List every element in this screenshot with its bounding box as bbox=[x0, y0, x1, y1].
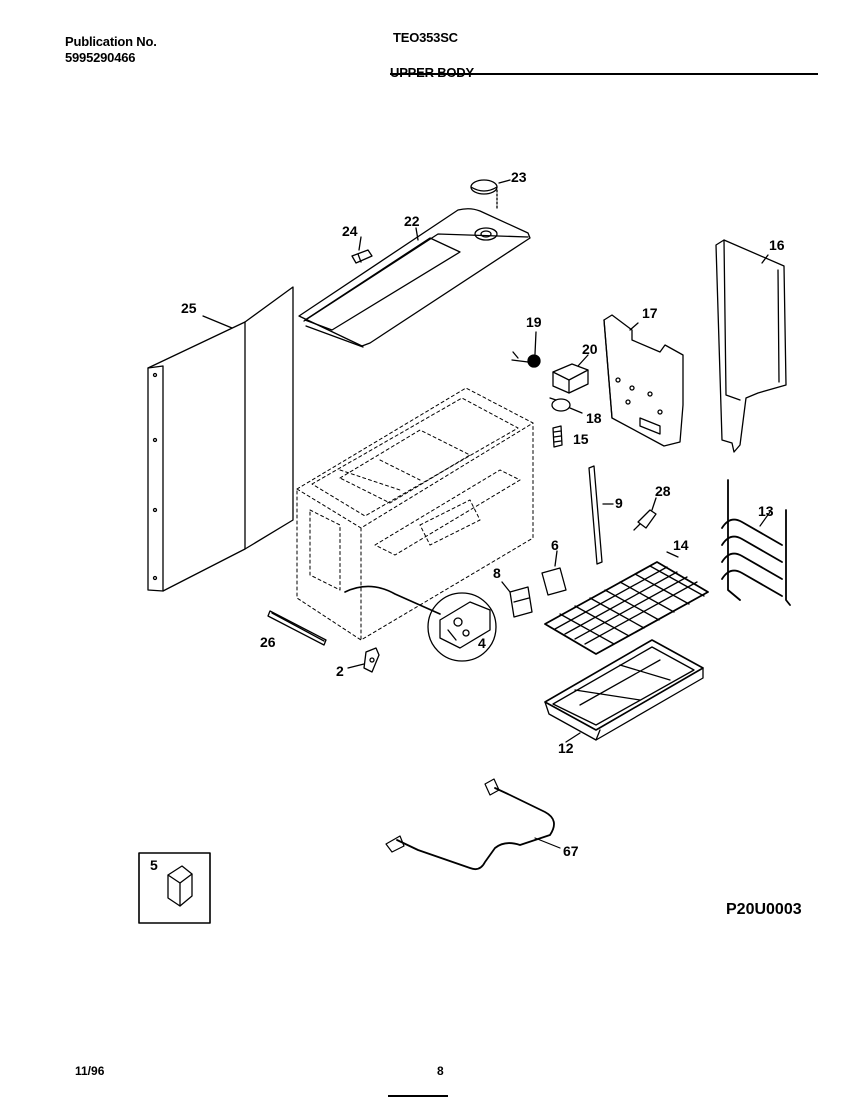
part-23-cap bbox=[470, 179, 511, 209]
callout-15: 15 bbox=[573, 431, 589, 447]
part-15-screw bbox=[552, 425, 563, 448]
part-18-oval bbox=[549, 397, 583, 414]
part-67-bake-element bbox=[385, 778, 561, 871]
part-9-rod bbox=[588, 465, 614, 565]
part-2-bracket bbox=[347, 647, 380, 673]
part-6-label bbox=[541, 550, 567, 596]
callout-4: 4 bbox=[478, 635, 486, 651]
callout-12: 12 bbox=[558, 740, 574, 756]
publication-label: Publication No. bbox=[65, 34, 157, 49]
callout-28: 28 bbox=[655, 483, 671, 499]
part-17-back-panel bbox=[603, 314, 684, 447]
part-12-broiler-pan bbox=[544, 639, 704, 743]
part-19-switch bbox=[511, 331, 541, 368]
page-number: 8 bbox=[437, 1064, 444, 1078]
figure-code: P20U0003 bbox=[726, 901, 802, 918]
callout-24: 24 bbox=[342, 223, 358, 239]
callout-25: 25 bbox=[181, 300, 197, 316]
model-number: TEO353SC bbox=[393, 30, 458, 45]
footer-rule bbox=[388, 1095, 448, 1097]
part-16-side-trim bbox=[715, 239, 787, 453]
callout-5: 5 bbox=[150, 857, 158, 873]
part-20-block bbox=[552, 354, 589, 394]
callout-8: 8 bbox=[493, 565, 501, 581]
callout-22: 22 bbox=[404, 213, 420, 229]
callout-13: 13 bbox=[758, 503, 774, 519]
callout-26: 26 bbox=[260, 634, 276, 650]
part-25-side-panel bbox=[147, 286, 294, 592]
section-title: UPPER BODY bbox=[390, 65, 474, 80]
callout-67: 67 bbox=[563, 843, 579, 859]
part-4-bracket-detail bbox=[344, 585, 497, 662]
callout-17: 17 bbox=[642, 305, 658, 321]
callout-23: 23 bbox=[511, 169, 527, 185]
publication-number: 5995290466 bbox=[65, 50, 136, 65]
part-14-oven-rack bbox=[544, 551, 709, 655]
body-frame-dashed bbox=[296, 387, 534, 641]
callout-9: 9 bbox=[615, 495, 623, 511]
footer-date: 11/96 bbox=[75, 1064, 105, 1078]
part-28-clip bbox=[633, 497, 657, 531]
part-22-top-panel bbox=[298, 208, 531, 348]
part-26-trim-strip bbox=[267, 610, 327, 646]
callout-18: 18 bbox=[586, 410, 602, 426]
header-rule bbox=[390, 73, 818, 75]
callout-2: 2 bbox=[336, 663, 344, 679]
callout-14: 14 bbox=[673, 537, 689, 553]
part-13-rack-supports bbox=[721, 479, 791, 606]
callout-16: 16 bbox=[769, 237, 785, 253]
part-8-bracket bbox=[501, 581, 533, 618]
part-5-inset-box bbox=[138, 852, 211, 924]
callout-19: 19 bbox=[526, 314, 542, 330]
part-24-clip bbox=[351, 236, 373, 264]
callout-20: 20 bbox=[582, 341, 598, 357]
callout-6: 6 bbox=[551, 537, 559, 553]
